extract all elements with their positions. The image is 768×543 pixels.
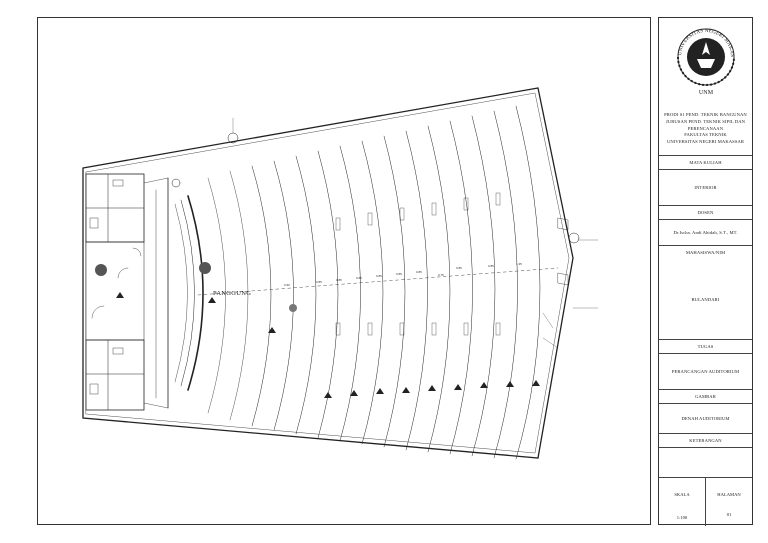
institution-line: JURUSAN PEND. TEKNIK SIPIL DAN xyxy=(665,118,746,124)
institution-line: UNIVERSITAS NEGERI MAKASSAR xyxy=(666,139,745,145)
scale-page-row: SKALA 1:100 HALAMAN 01 xyxy=(659,478,752,526)
toilet-block-bottom xyxy=(85,339,145,411)
seating-rows xyxy=(251,105,541,460)
page-value: 01 xyxy=(726,512,732,517)
row-spacing-label: 0.85 xyxy=(336,278,342,282)
row-spacing-label: 0.85 xyxy=(416,270,422,274)
scale-value: 1:100 xyxy=(676,515,688,520)
title-block: UNIVERSITAS NEGERI MAKASSAR UNM PRODI S1… xyxy=(658,17,753,526)
scale-cell: SKALA 1:100 xyxy=(659,478,705,526)
page-label: HALAMAN xyxy=(717,492,741,497)
assignment-label: TUGAS xyxy=(659,340,752,354)
notes-area xyxy=(659,448,752,478)
lecturer-value: Dr.Ischa. Andi Abidah, S.T., MT. xyxy=(659,220,752,246)
student-value: BULANDARI xyxy=(659,260,752,340)
course-label: MATA KULIAH xyxy=(659,156,752,170)
student-label: MAHASISWA/NIM xyxy=(685,250,726,256)
assignment-value: PERANCANGAN AUDITORIUM xyxy=(659,354,752,390)
entrance-markers xyxy=(116,292,540,398)
unm-seal-icon: UNIVERSITAS NEGERI MAKASSAR UNM xyxy=(671,21,735,96)
institution-line: PRODI S1 PEND. TEKNIK BANGUNAN xyxy=(664,112,747,118)
row-spacing-label: 0.85 xyxy=(356,276,362,280)
university-logo: UNIVERSITAS NEGERI MAKASSAR UNM xyxy=(659,18,752,102)
scale-label: SKALA xyxy=(674,492,690,497)
drawing-label: GAMBAR xyxy=(659,390,752,404)
row-spacing-label: 0.90 xyxy=(284,283,290,287)
row-spacing-label: 0.85 xyxy=(396,272,402,276)
institution-block: PRODI S1 PEND. TEKNIK BANGUNAN JURUSAN P… xyxy=(659,102,752,156)
drawing-value: DENAH AUDITORIUM xyxy=(659,404,752,434)
auditorium-floor-plan: PANGGUNG 0.90 0.85 0.85 0.85 0.85 0.85 0… xyxy=(82,87,599,460)
row-spacing-label: 0.85 xyxy=(316,280,322,284)
row-spacing-label: 1.35 xyxy=(516,262,522,266)
drawing-frame: PANGGUNG 0.90 0.85 0.85 0.85 0.85 0.85 0… xyxy=(37,17,651,525)
center-axis xyxy=(197,267,559,296)
stage-front xyxy=(187,195,204,391)
institution-line: PERENCANAAN xyxy=(687,125,724,131)
page-cell: HALAMAN 01 xyxy=(705,478,752,526)
row-spacing-label: 0.85 xyxy=(488,264,494,268)
row-spacing-labels: 0.90 0.85 0.85 0.85 0.85 0.85 0.85 0.75 … xyxy=(284,262,522,287)
row-spacing-label: 0.85 xyxy=(376,274,382,278)
institution-line: FAKULTAS TEKNIK xyxy=(684,132,727,138)
seal-initials: UNM xyxy=(698,90,713,96)
course-value: INTERIOR xyxy=(659,170,752,206)
side-lobby xyxy=(85,241,145,341)
notes-label: KETERANGAN xyxy=(659,434,752,448)
building-outline xyxy=(82,87,574,459)
row-spacing-label: 0.75 xyxy=(438,273,444,277)
lecturer-label: DOSEN xyxy=(659,206,752,220)
stage-label: PANGGUNG xyxy=(213,290,251,297)
row-spacing-label: 0.85 xyxy=(456,266,462,270)
